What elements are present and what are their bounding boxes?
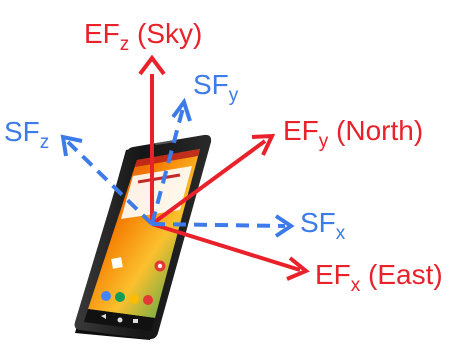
sf-x-arrowhead — [274, 214, 295, 238]
sf-z-arrowhead — [60, 134, 83, 157]
sf-y-label: SFy — [193, 69, 239, 106]
sensor-frame-axes — [60, 97, 295, 238]
sf-z-label: SFz — [4, 116, 49, 153]
earth-frame-axes — [138, 54, 310, 281]
sf-x-label: SFx — [300, 207, 346, 244]
ef-y-arrowhead — [251, 133, 276, 156]
sf-y-arrowhead — [171, 97, 192, 122]
ef-x-arrowhead — [286, 256, 310, 281]
ef-x-axis — [151, 222, 301, 272]
ef-z-arrowhead — [138, 54, 166, 76]
sf-x-axis — [151, 222, 286, 228]
ef-z-label: EFz (Sky) — [84, 18, 202, 55]
ef-x-label: EFx (East) — [315, 259, 443, 296]
home-screen-icons — [101, 257, 166, 305]
ef-y-axis — [150, 139, 267, 226]
ef-y-label: EFy (North) — [283, 115, 423, 152]
